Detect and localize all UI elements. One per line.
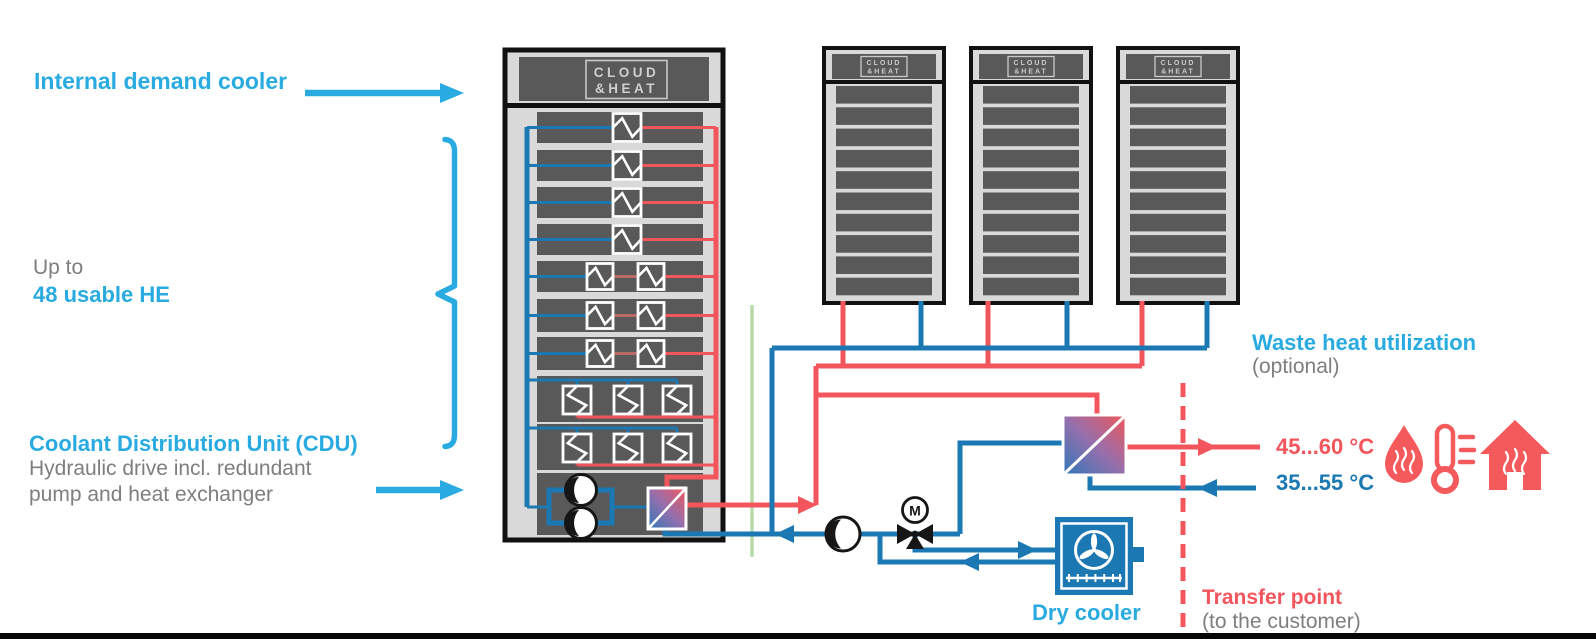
cdu-heat-exchanger bbox=[646, 486, 688, 531]
thermometer-icon bbox=[1431, 423, 1477, 494]
server-slot bbox=[983, 213, 1079, 232]
cdu-rack-row bbox=[527, 187, 716, 218]
drycooler-out-arrow bbox=[960, 553, 979, 571]
server-slot bbox=[983, 256, 1079, 274]
hot-flow-arrow bbox=[798, 496, 817, 514]
motor-valve-icon: M bbox=[897, 496, 933, 549]
cdu-subtitle-line1: Hydraulic drive incl. redundant bbox=[29, 457, 312, 480]
cdu-rack-row bbox=[527, 337, 716, 370]
brand-logo-line2: &HEAT bbox=[595, 81, 658, 96]
pumps bbox=[564, 473, 862, 553]
transfer-point-sub-label: (to the customer) bbox=[1202, 610, 1361, 633]
waste-heat-optional-label: (optional) bbox=[1252, 355, 1340, 378]
drycooler-in-arrow bbox=[1018, 541, 1037, 559]
server-slot bbox=[983, 171, 1079, 189]
fan-icon bbox=[1074, 530, 1114, 570]
cdu-subtitle-line2: pump and heat exchanger bbox=[29, 483, 274, 506]
transfer-heat-exchanger bbox=[1061, 413, 1128, 477]
dry-cooler-label: Dry cooler bbox=[1032, 600, 1141, 625]
brand-logo-box bbox=[1007, 55, 1055, 78]
cdu-rack-row bbox=[527, 112, 716, 143]
brand-logo-line2: &HEAT bbox=[1161, 69, 1195, 76]
server-slot bbox=[1130, 277, 1226, 296]
brand-logo-box bbox=[860, 55, 908, 78]
heating-house-icon bbox=[1480, 420, 1550, 490]
brand-logo-box bbox=[1154, 55, 1202, 78]
components: M bbox=[564, 413, 1144, 595]
server-slot bbox=[983, 128, 1079, 147]
rack-divider bbox=[503, 103, 725, 108]
server-slot bbox=[836, 256, 932, 274]
server-slot bbox=[983, 86, 1079, 104]
server-slot bbox=[1130, 192, 1226, 211]
server-slot bbox=[983, 235, 1079, 253]
transfer-point-label: Transfer point bbox=[1202, 586, 1343, 609]
brand-logo-line2: &HEAT bbox=[1014, 69, 1048, 76]
server-slot bbox=[1130, 213, 1226, 232]
server-slot bbox=[836, 277, 932, 296]
server-slot bbox=[1130, 256, 1226, 274]
cdu-rack-header bbox=[519, 57, 709, 101]
brand-logo-line2: &HEAT bbox=[867, 69, 901, 76]
server-slot bbox=[983, 149, 1079, 168]
cdu-rack-row bbox=[527, 224, 716, 255]
cold-pipes bbox=[524, 127, 1256, 571]
brand-logo-line1: CLOUD bbox=[867, 60, 902, 67]
server-rack: CLOUD&HEAT bbox=[1116, 46, 1240, 305]
server-slot bbox=[836, 149, 932, 168]
server-slot bbox=[983, 192, 1079, 211]
server-slot bbox=[836, 107, 932, 125]
server-slot bbox=[1130, 128, 1226, 147]
server-rack: CLOUD&HEAT bbox=[822, 46, 946, 305]
hot-supply-arrow bbox=[1198, 438, 1217, 456]
cdu-rack-row bbox=[527, 424, 716, 470]
hot-temperature-label: 45...60 °C bbox=[1276, 434, 1375, 459]
usable-he-label: 48 usable HE bbox=[33, 282, 170, 307]
server-slot bbox=[1130, 149, 1226, 168]
up-to-label: Up to bbox=[33, 256, 84, 279]
cold-flow-arrow bbox=[775, 525, 794, 543]
brand-logo-line1: CLOUD bbox=[1161, 60, 1196, 67]
server-slot bbox=[836, 192, 932, 211]
svg-text:M: M bbox=[909, 503, 921, 519]
cdu-rack-row bbox=[527, 376, 716, 422]
brand-logo-line1: CLOUD bbox=[594, 65, 660, 80]
cdu-rack-row bbox=[527, 261, 716, 292]
brand-logo-line1: CLOUD bbox=[1014, 60, 1049, 67]
server-slot bbox=[836, 213, 932, 232]
server-slot bbox=[836, 128, 932, 147]
cdu-title-label: Coolant Distribution Unit (CDU) bbox=[29, 431, 358, 456]
he-range-bracket bbox=[435, 136, 458, 450]
dry-cooler-icon bbox=[1055, 517, 1144, 595]
server-slot bbox=[983, 107, 1079, 125]
cdu-rack-row bbox=[527, 150, 716, 181]
bottom-bar bbox=[0, 633, 1596, 639]
cold-temperature-label: 35...55 °C bbox=[1276, 470, 1375, 495]
server-slot bbox=[836, 86, 932, 104]
brand-logo-box bbox=[585, 59, 668, 100]
pump-icon bbox=[564, 506, 598, 540]
droplet-icon bbox=[1385, 425, 1423, 483]
waste-heat-icons bbox=[1385, 420, 1550, 494]
server-slot bbox=[1130, 171, 1226, 189]
internal-demand-cooler-label: Internal demand cooler bbox=[34, 68, 288, 94]
server-slot bbox=[836, 171, 932, 189]
callout-arrows bbox=[305, 83, 464, 500]
server-slot bbox=[1130, 107, 1226, 125]
pump-icon bbox=[824, 515, 862, 553]
cold-return-arrow bbox=[1198, 479, 1217, 497]
waste-heat-label: Waste heat utilization bbox=[1252, 330, 1477, 355]
pump-icon bbox=[564, 473, 598, 507]
hot-pipes bbox=[664, 127, 1260, 514]
server-slot bbox=[836, 235, 932, 253]
server-rack: CLOUD&HEAT bbox=[969, 46, 1093, 305]
server-slot bbox=[1130, 235, 1226, 253]
server-slot bbox=[983, 277, 1079, 296]
cdu-rack-row bbox=[527, 299, 716, 332]
server-slot bbox=[1130, 86, 1226, 104]
